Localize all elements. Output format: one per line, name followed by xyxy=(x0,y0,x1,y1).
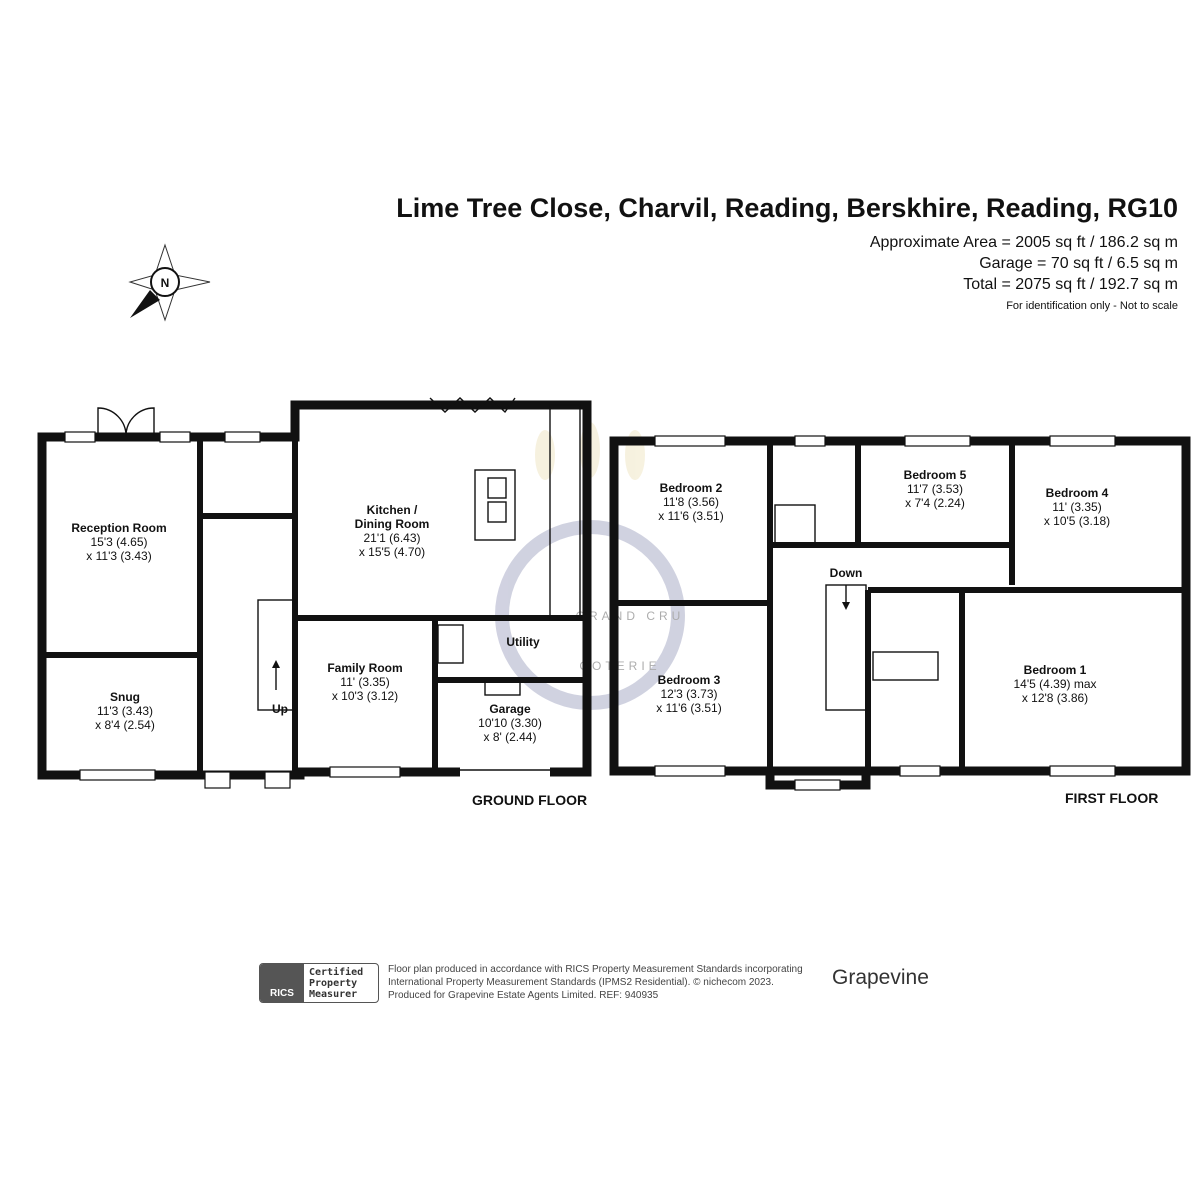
room-garage: Garage 10'10 (3.30) x 8' (2.44) xyxy=(478,702,542,744)
svg-text:11' (3.35): 11' (3.35) xyxy=(1052,500,1101,514)
svg-text:11'7 (3.53): 11'7 (3.53) xyxy=(907,482,963,496)
watermark-logo: GRAND CRU COTERIE xyxy=(495,422,685,710)
svg-text:Garage: Garage xyxy=(489,702,531,716)
room-reception-room: Reception Room 15'3 (4.65) x 11'3 (3.43) xyxy=(71,521,166,563)
svg-text:10'10 (3.30): 10'10 (3.30) xyxy=(478,716,542,730)
svg-text:21'1 (6.43): 21'1 (6.43) xyxy=(364,531,421,545)
ground-stairs xyxy=(257,599,296,711)
svg-text:Bedroom 1: Bedroom 1 xyxy=(1024,663,1087,677)
first-floor-label: FIRST FLOOR xyxy=(1065,790,1158,806)
svg-text:Dining Room: Dining Room xyxy=(355,517,430,531)
svg-text:11'8 (3.56): 11'8 (3.56) xyxy=(663,495,719,509)
rics-logo: RICS xyxy=(260,964,304,1002)
svg-text:GRAND CRU: GRAND CRU xyxy=(576,609,685,623)
svg-text:x 8' (2.44): x 8' (2.44) xyxy=(484,730,537,744)
svg-text:x 11'3 (3.43): x 11'3 (3.43) xyxy=(86,549,151,563)
room-snug: Snug 11'3 (3.43) x 8'4 (2.54) xyxy=(95,690,155,732)
rics-certified-badge: RICS Certified Property Measurer xyxy=(259,963,379,1003)
svg-text:x 11'6 (3.51): x 11'6 (3.51) xyxy=(658,509,723,523)
svg-text:x 7'4 (2.24): x 7'4 (2.24) xyxy=(905,496,965,510)
grapevine-logo: Grapevine xyxy=(832,966,929,989)
svg-text:COTERIE: COTERIE xyxy=(579,659,660,673)
svg-text:Bedroom 2: Bedroom 2 xyxy=(660,481,723,495)
svg-text:Up: Up xyxy=(272,702,288,716)
svg-text:x 10'3 (3.12): x 10'3 (3.12) xyxy=(332,689,398,703)
total-area: Total = 2075 sq ft / 192.7 sq m xyxy=(963,276,1178,293)
svg-text:x 10'5 (3.18): x 10'5 (3.18) xyxy=(1044,514,1110,528)
svg-text:11' (3.35): 11' (3.35) xyxy=(340,675,389,689)
room-family-room: Family Room 11' (3.35) x 10'3 (3.12) xyxy=(327,661,402,703)
svg-text:14'5 (4.39) max: 14'5 (4.39) max xyxy=(1014,677,1097,691)
svg-text:Kitchen /: Kitchen / xyxy=(367,503,418,517)
svg-text:11'3 (3.43): 11'3 (3.43) xyxy=(97,704,153,718)
svg-text:Bedroom 3: Bedroom 3 xyxy=(658,673,721,687)
svg-text:Snug: Snug xyxy=(110,690,140,704)
compass-icon: N xyxy=(128,243,211,322)
svg-text:Bedroom 5: Bedroom 5 xyxy=(904,468,967,482)
room-bedroom-2: Bedroom 2 11'8 (3.56) x 11'6 (3.51) xyxy=(658,481,723,523)
room-bedroom-4: Bedroom 4 11' (3.35) x 10'5 (3.18) xyxy=(1044,486,1110,528)
svg-text:N: N xyxy=(161,276,170,290)
room-bedroom-1: Bedroom 1 14'5 (4.39) max x 12'8 (3.86) xyxy=(1014,663,1097,705)
svg-text:Utility: Utility xyxy=(506,635,540,649)
garage-area: Garage = 70 sq ft / 6.5 sq m xyxy=(979,255,1178,272)
room-bedroom-5: Bedroom 5 11'7 (3.53) x 7'4 (2.24) xyxy=(904,468,967,510)
scale-note: For identification only - Not to scale xyxy=(1006,300,1178,312)
property-address-title: Lime Tree Close, Charvil, Reading, Bersk… xyxy=(396,193,1178,223)
room-bedroom-3: Bedroom 3 12'3 (3.73) x 11'6 (3.51) xyxy=(656,673,721,715)
footer-disclaimer: Floor plan produced in accordance with R… xyxy=(388,964,803,1001)
approximate-area: Approximate Area = 2005 sq ft / 186.2 sq… xyxy=(869,234,1178,251)
room-utility: Utility xyxy=(506,635,540,649)
svg-text:x 8'4 (2.54): x 8'4 (2.54) xyxy=(95,718,155,732)
room-kitchen-dining: Kitchen / Dining Room 21'1 (6.43) x 15'5… xyxy=(355,503,430,559)
ground-floor-label: GROUND FLOOR xyxy=(472,792,587,808)
svg-text:Bedroom 4: Bedroom 4 xyxy=(1046,486,1109,500)
svg-text:Reception Room: Reception Room xyxy=(71,521,166,535)
svg-text:Down: Down xyxy=(830,566,863,580)
svg-text:x 11'6 (3.51): x 11'6 (3.51) xyxy=(656,701,721,715)
svg-text:x 12'8 (3.86): x 12'8 (3.86) xyxy=(1022,691,1088,705)
svg-text:Family Room: Family Room xyxy=(327,661,402,675)
svg-text:x 15'5 (4.70): x 15'5 (4.70) xyxy=(359,545,425,559)
first-floor-plan: Down Bedroom 2 11'8 (3.56) x 11'6 (3.51)… xyxy=(609,435,1191,806)
ground-floor-plan: Up Reception Room 15'3 (4.65) x 11'3 (3.… xyxy=(37,397,592,808)
svg-text:12'3 (3.73): 12'3 (3.73) xyxy=(661,687,718,701)
svg-text:15'3 (4.65): 15'3 (4.65) xyxy=(91,535,148,549)
